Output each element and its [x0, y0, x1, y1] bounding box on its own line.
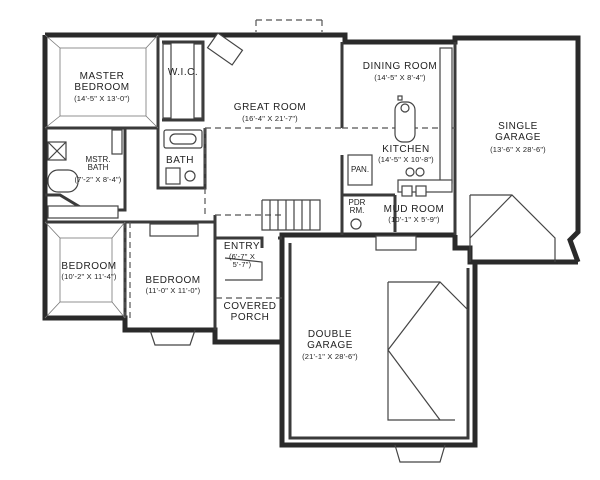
mud-room-dims: (10'-1" X 5'-9") [388, 215, 440, 224]
mstr-bath-name-line2: BATH [87, 163, 109, 173]
covered-porch-name-line2: PORCH [230, 311, 270, 323]
mud-room-name: MUD ROOM [383, 204, 445, 215]
double-garage-dims: (21'-1" X 28'-6") [302, 352, 358, 361]
entry-dims-line1: (6'-7" X [228, 252, 256, 261]
entry-dims: (6'-7" X 5'-7") [229, 253, 255, 269]
master-bedroom-dims: (14'-5" X 13'-0") [74, 94, 130, 103]
fixtures [47, 32, 453, 463]
bedroom-center-dims: (11'-0" X 11'-0") [145, 286, 201, 295]
double-garage-name: DOUBLE GARAGE [307, 329, 353, 351]
mstr-bath-name: MSTR. BATH [85, 155, 111, 173]
dining-room-name: DINING ROOM [362, 61, 438, 72]
mstr-bath-dims: (7'-2" X 8'-4") [74, 175, 122, 184]
covered-porch-name-line1: COVERED [223, 301, 277, 312]
double-garage-door [387, 281, 469, 421]
bedroom-left-name: BEDROOM [61, 261, 117, 272]
single-garage-door [469, 194, 556, 262]
powder-room-name: PDR RM. [348, 198, 366, 216]
great-room-dims: (16'-4" X 21'-7") [242, 114, 298, 123]
entry-name: ENTRY [223, 241, 261, 252]
wic-name: W.I.C. [167, 67, 199, 78]
bath-name: BATH [166, 155, 194, 166]
kitchen-name: KITCHEN [382, 144, 430, 155]
master-tray-ceiling [44, 34, 159, 129]
dining-room-dims: (14'-5" X 8'-4") [374, 73, 426, 82]
powder-room-name-line1: PDR [348, 198, 366, 207]
dashed-lines [124, 19, 455, 318]
master-bedroom-name-line1: MASTER [79, 71, 125, 82]
bedroom-tray-ceiling [44, 221, 126, 319]
double-garage-name-line2: GARAGE [307, 339, 353, 351]
single-garage-name-line2: GARAGE [495, 131, 541, 143]
covered-porch-name: COVERED PORCH [223, 301, 277, 323]
single-garage-dims: (13'-6" X 28'-6") [490, 145, 546, 154]
mstr-bath-name-line1: MSTR. [85, 155, 111, 164]
entry-dims-line2: 5'-7") [232, 259, 252, 269]
great-room-name: GREAT ROOM [233, 102, 307, 113]
master-bedroom-name: MASTER BEDROOM [74, 71, 130, 93]
bedroom-left-dims: (10'-2" X 11'-4") [61, 272, 117, 281]
master-bedroom-name-line2: BEDROOM [74, 81, 130, 93]
powder-room-name-line2: RM. [349, 206, 365, 216]
double-garage-name-line1: DOUBLE [307, 329, 353, 340]
pantry-name: PAN. [350, 165, 370, 174]
bedroom-center-name: BEDROOM [145, 275, 201, 286]
single-garage-name: SINGLE GARAGE [495, 121, 541, 143]
single-garage-name-line1: SINGLE [498, 121, 538, 132]
kitchen-dims: (14'-5" X 10'-8") [378, 155, 434, 164]
